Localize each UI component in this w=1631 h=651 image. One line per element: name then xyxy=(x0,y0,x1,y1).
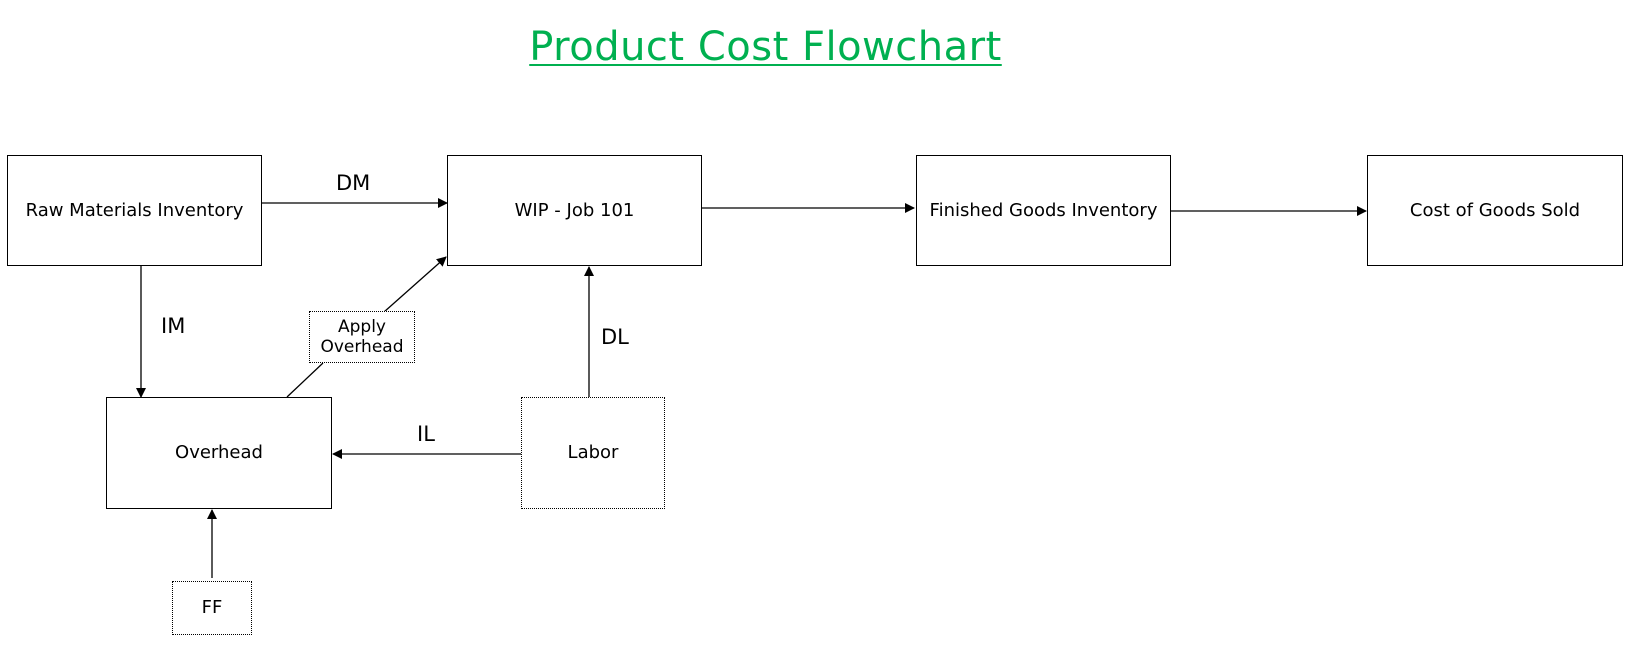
cost-of-goods-sold-box: Cost of Goods Sold xyxy=(1367,155,1623,266)
cost-of-goods-sold-label: Cost of Goods Sold xyxy=(1409,199,1581,221)
labor-box: Labor xyxy=(521,397,665,509)
wip-job-label: WIP - Job 101 xyxy=(514,199,635,221)
flow-label-im: IM xyxy=(161,314,186,338)
flow-label-dm: DM xyxy=(336,171,371,195)
flow-label-dl: DL xyxy=(601,325,629,349)
apply-overhead-label-line1: Apply xyxy=(338,316,386,337)
flow-label-il: IL xyxy=(417,422,435,446)
ff-box: FF xyxy=(172,581,252,635)
overhead-label: Overhead xyxy=(175,442,263,464)
apply-overhead-label-line2: Overhead xyxy=(320,337,404,357)
arrow-overhead-to-apply-overhead xyxy=(286,362,324,398)
ff-label: FF xyxy=(201,597,223,619)
wip-job-box: WIP - Job 101 xyxy=(447,155,702,266)
apply-overhead-box: Apply Overhead xyxy=(309,311,415,363)
raw-materials-inventory-box: Raw Materials Inventory xyxy=(7,155,262,266)
overhead-box: Overhead xyxy=(106,397,332,509)
diagram-title: Product Cost Flowchart xyxy=(529,24,1002,70)
raw-materials-inventory-label: Raw Materials Inventory xyxy=(25,199,244,221)
labor-label: Labor xyxy=(567,442,619,464)
finished-goods-inventory-box: Finished Goods Inventory xyxy=(916,155,1171,266)
finished-goods-inventory-label: Finished Goods Inventory xyxy=(929,199,1158,221)
arrow-apply-overhead-to-wip xyxy=(383,256,447,313)
